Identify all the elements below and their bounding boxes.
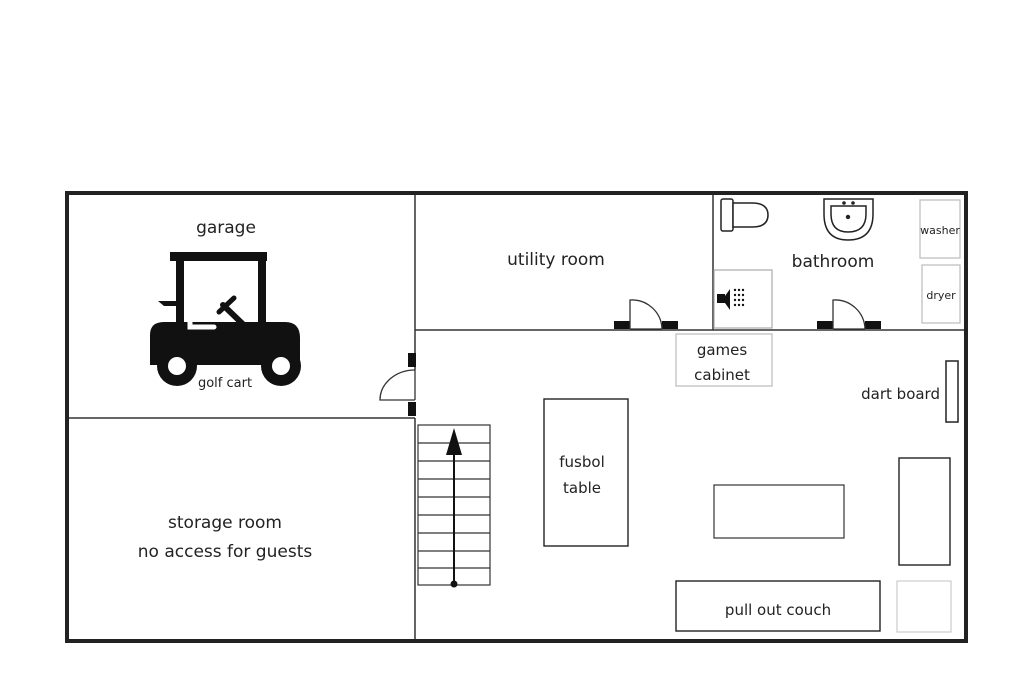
bathroom-label: bathroom [792, 252, 875, 272]
pull-out-couch-label: pull out couch [725, 601, 831, 619]
shower-icon [713, 269, 773, 329]
garage-label: garage [196, 218, 256, 238]
interior-walls [69, 195, 964, 639]
fusbol-label-2: table [563, 479, 601, 497]
utility-door [614, 299, 678, 330]
golf-cart-label: golf cart [198, 376, 252, 391]
fusbol-label-1: fusbol [559, 453, 604, 471]
coffee-table [713, 484, 845, 539]
utility-room-label: utility room [507, 250, 605, 270]
games-cabinet-label-2: cabinet [694, 366, 750, 384]
dryer-label: dryer [926, 289, 956, 302]
dart-board-box [945, 360, 959, 423]
stairs-arrow-icon [446, 428, 462, 588]
sink-icon [823, 198, 874, 241]
storage-room-note: no access for guests [138, 542, 313, 562]
toilet-icon [720, 198, 769, 232]
golf-cart-icon [150, 252, 301, 386]
storage-room-label: storage room [168, 513, 282, 533]
games-cabinet-label-1: games [697, 341, 748, 359]
end-table [896, 580, 952, 633]
games-cabinet-box [675, 333, 773, 387]
bathroom-door [817, 299, 881, 330]
side-cabinet [898, 457, 951, 566]
fusbol-table-box [543, 398, 629, 547]
washer-box [919, 199, 961, 259]
garage-door [379, 353, 416, 416]
pull-out-couch-box [675, 580, 881, 632]
dart-board-label: dart board [861, 385, 940, 403]
washer-label: washer [920, 224, 960, 237]
dryer-box [921, 264, 961, 324]
exterior-wall [65, 191, 968, 643]
